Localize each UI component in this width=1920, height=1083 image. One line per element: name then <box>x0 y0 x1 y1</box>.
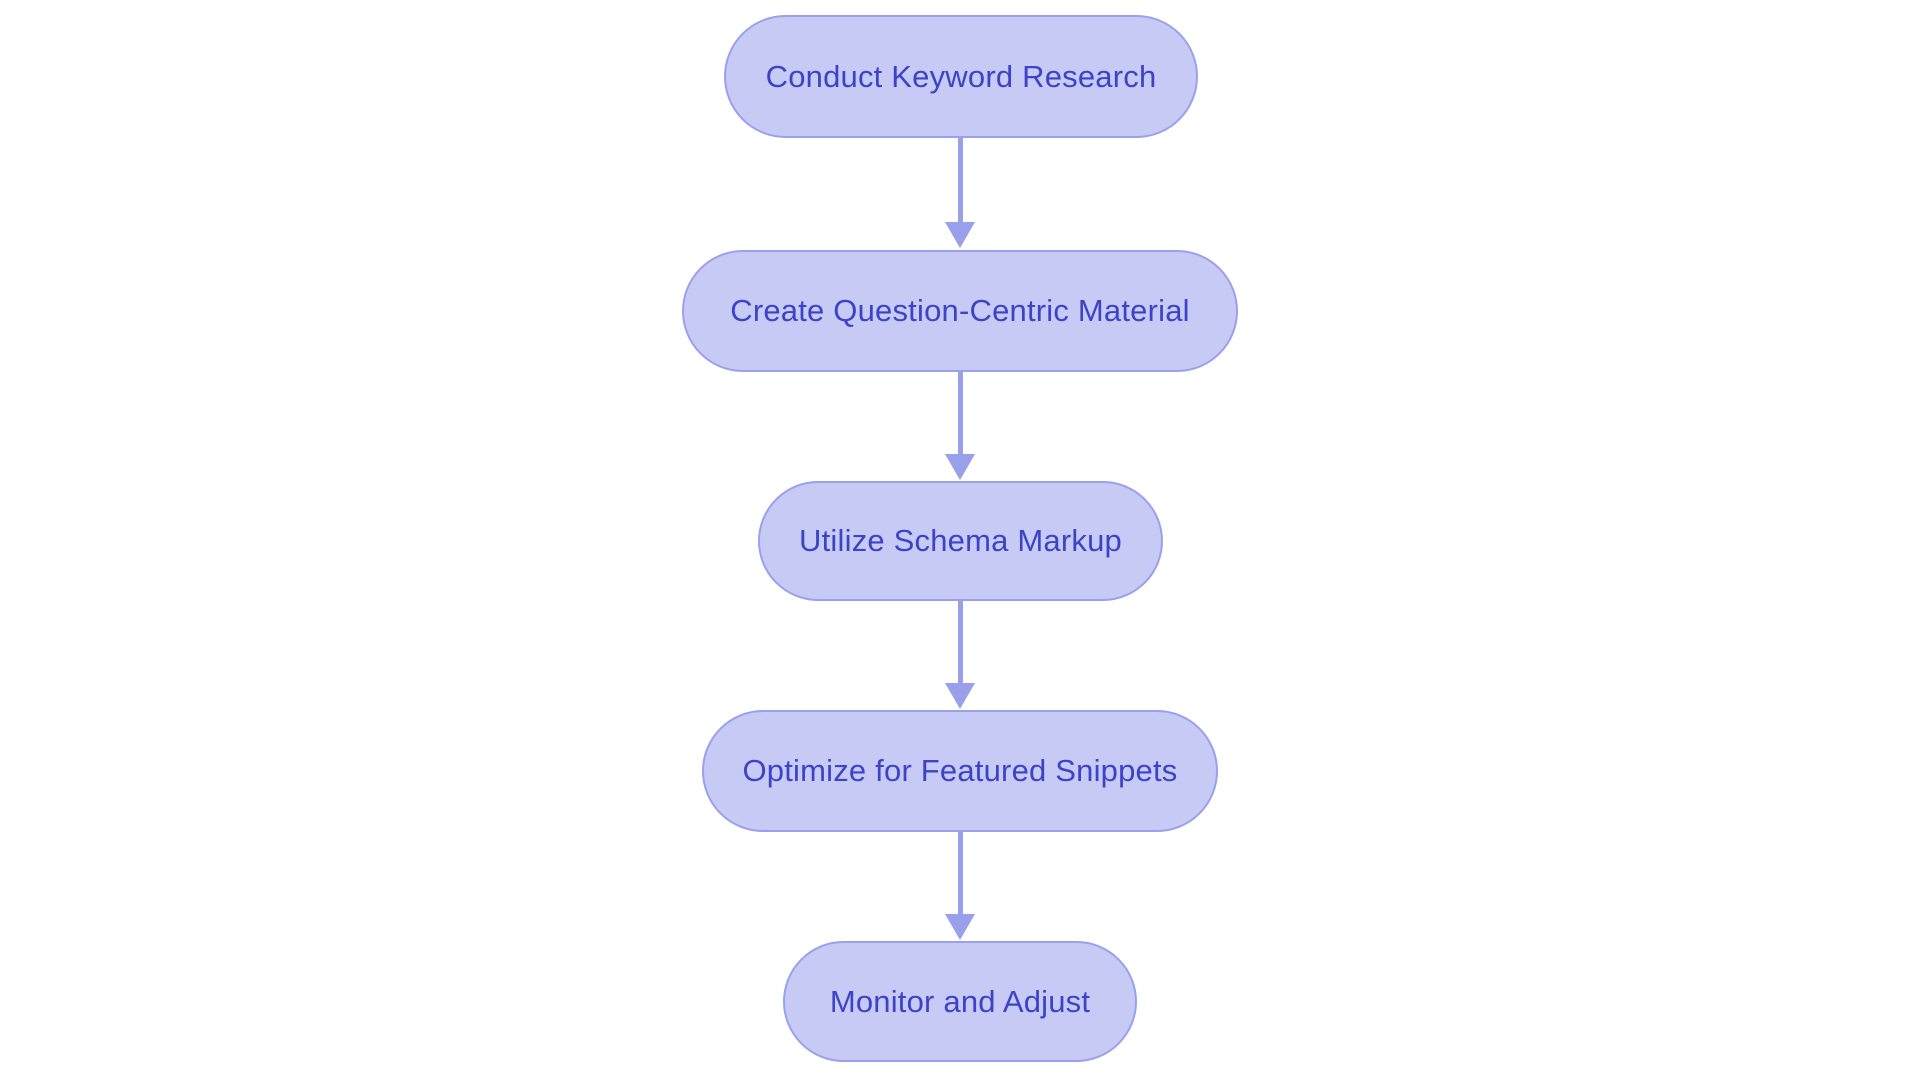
flowchart-node-optimize-for-featured-snippets: Optimize for Featured Snippets <box>702 710 1218 832</box>
arrow-shaft <box>957 138 963 222</box>
arrow-shaft <box>957 832 963 914</box>
flow-arrow <box>945 601 975 709</box>
node-label: Monitor and Adjust <box>829 983 1091 1019</box>
arrow-down-icon <box>945 914 975 940</box>
arrow-down-icon <box>945 222 975 248</box>
arrow-shaft <box>957 372 963 454</box>
flowchart-node-conduct-keyword-research: Conduct Keyword Research <box>724 15 1198 138</box>
flow-arrow <box>945 372 975 480</box>
flow-arrow <box>945 832 975 940</box>
node-label: Conduct Keyword Research <box>765 58 1157 94</box>
flow-arrow <box>945 138 975 248</box>
flowchart-node-utilize-schema-markup: Utilize Schema Markup <box>758 481 1163 601</box>
node-label: Optimize for Featured Snippets <box>742 753 1178 788</box>
flowchart-node-monitor-and-adjust: Monitor and Adjust <box>783 941 1137 1062</box>
arrow-down-icon <box>945 683 975 709</box>
arrow-down-icon <box>945 454 975 480</box>
node-label: Utilize Schema Markup <box>799 523 1122 558</box>
flowchart-node-create-question-centric-material: Create Question-Centric Material <box>682 250 1238 372</box>
node-label: Create Question-Centric Material <box>730 293 1190 328</box>
arrow-shaft <box>957 601 963 683</box>
